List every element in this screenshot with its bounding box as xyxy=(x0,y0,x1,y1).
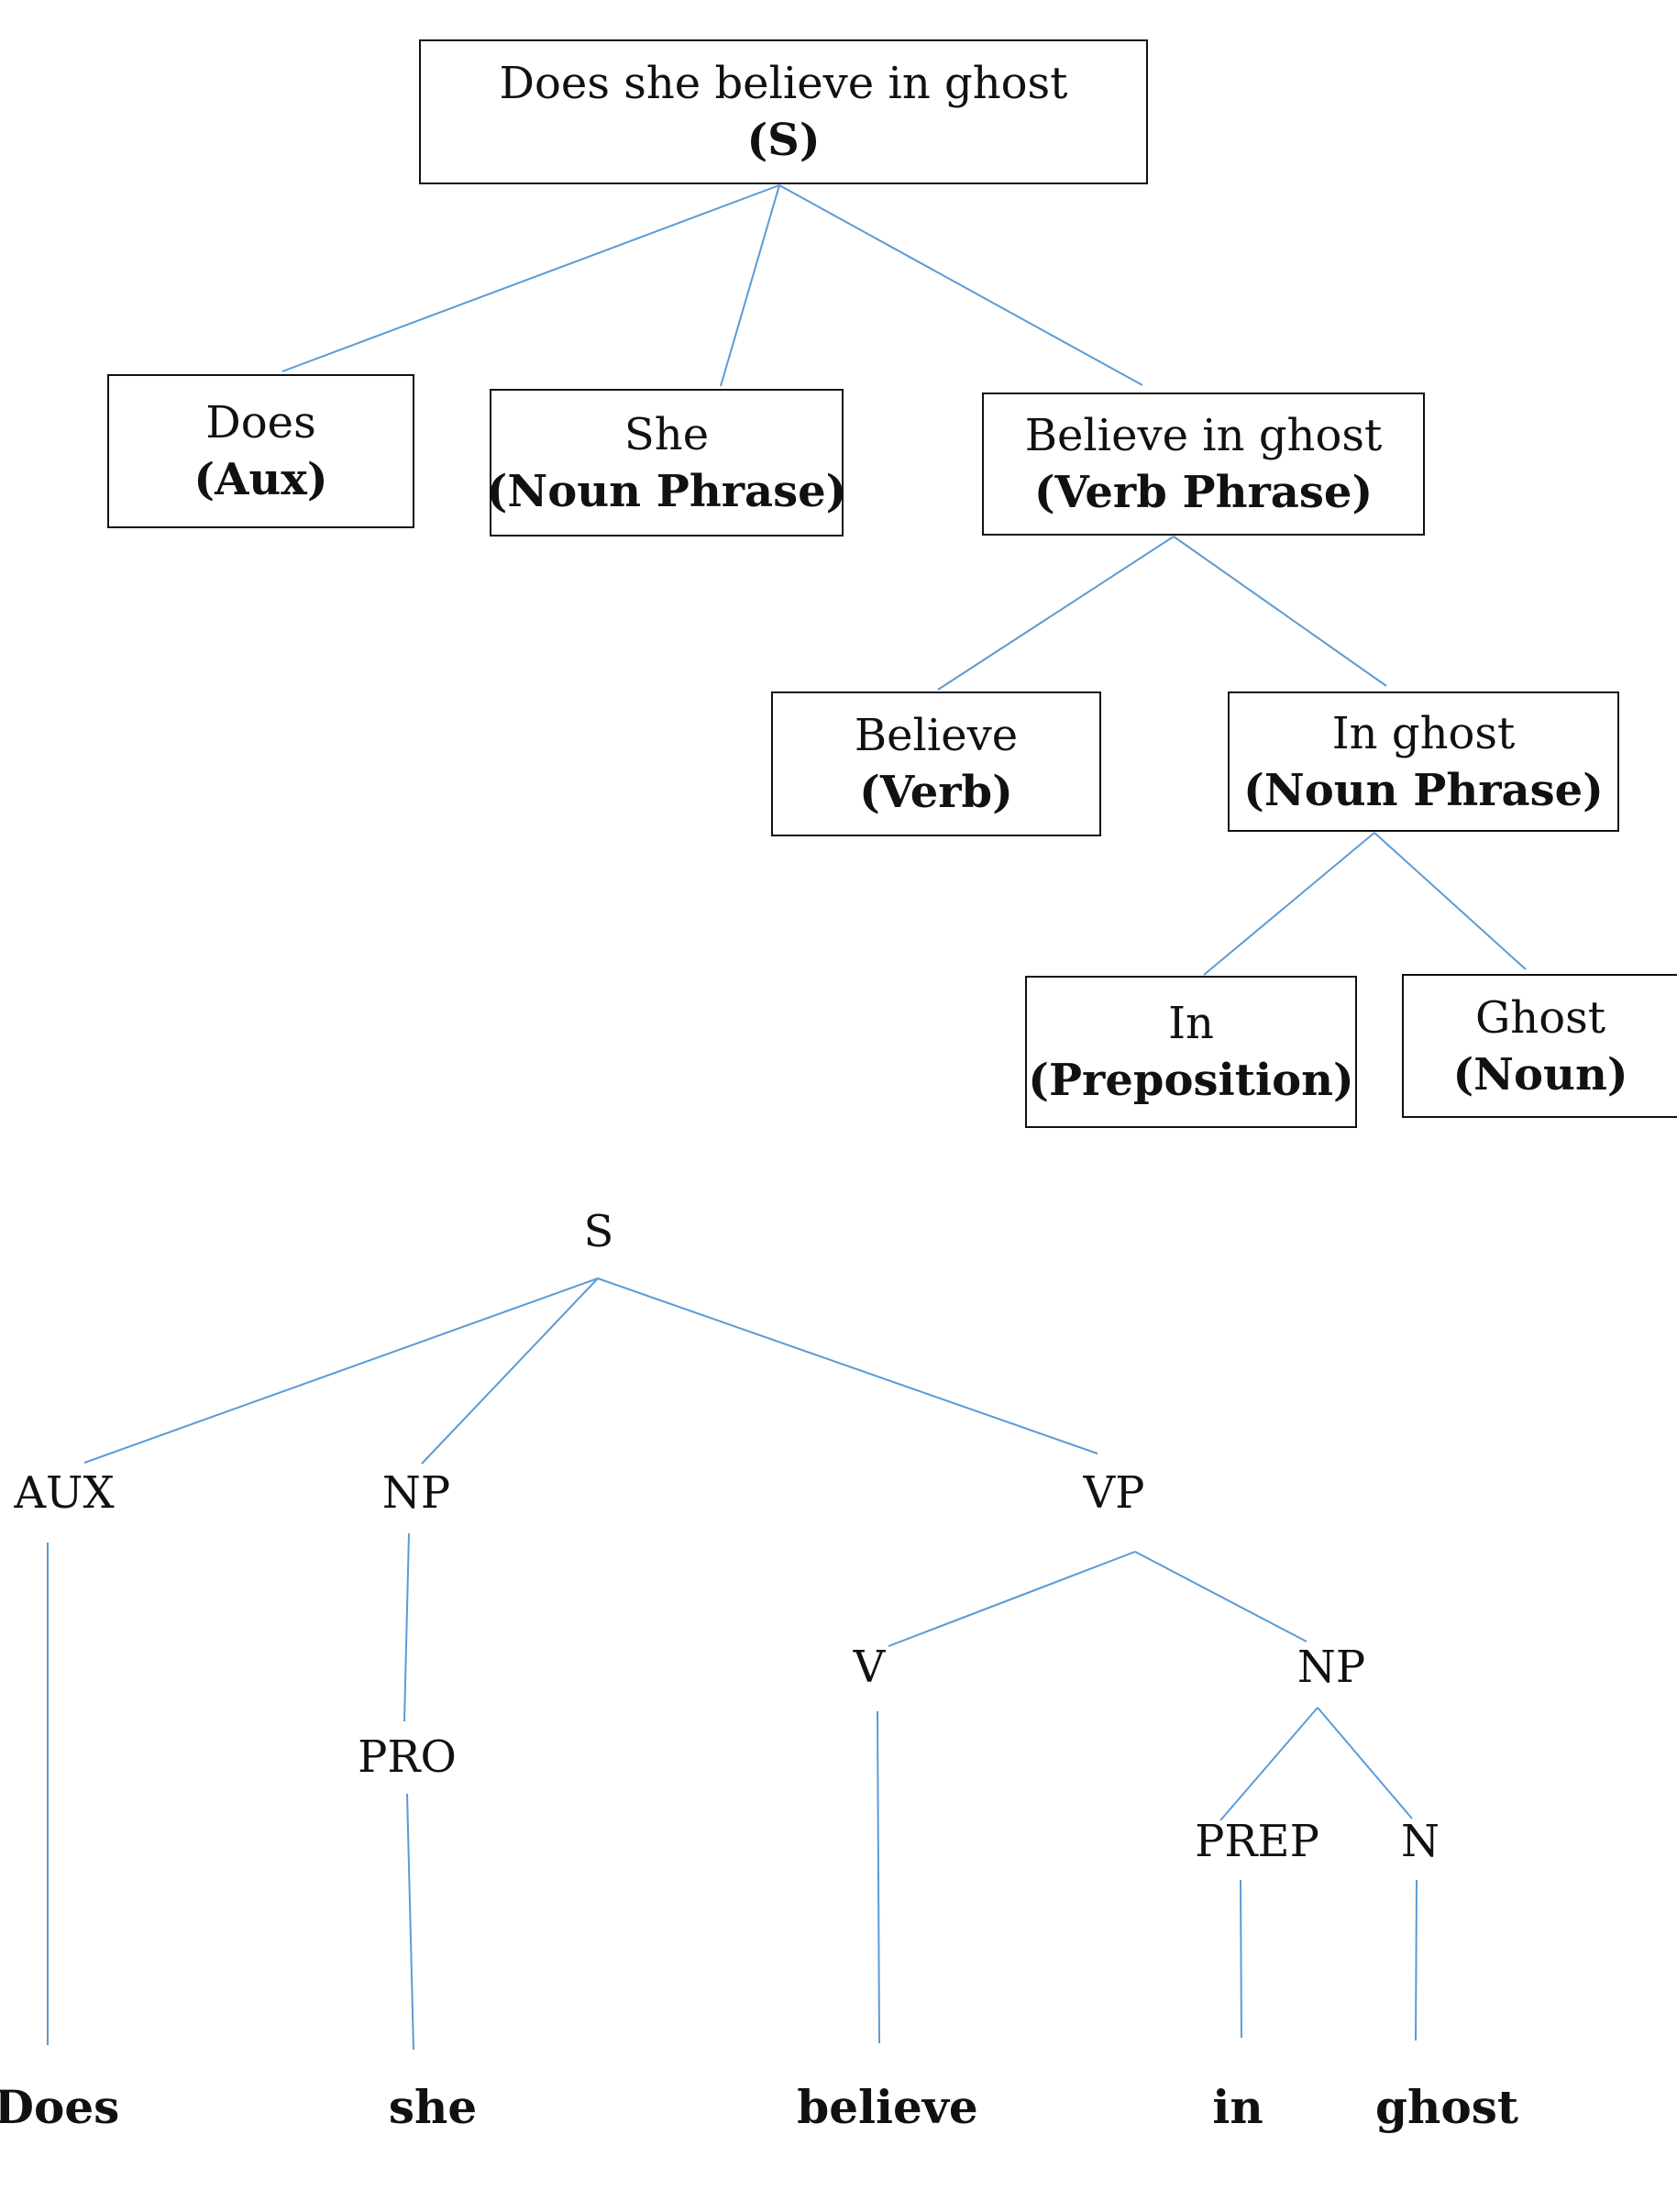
edge-VP-NP2 xyxy=(1134,1551,1307,1642)
node-category: (Verb) xyxy=(859,767,1013,818)
edge-NP2-PREP xyxy=(1219,1707,1318,1821)
edge-NP2-N xyxy=(1317,1707,1413,1819)
edge-s-vp xyxy=(778,184,1143,386)
label-aux: AUX xyxy=(14,1467,115,1519)
label-n: N xyxy=(1401,1816,1440,1867)
node-noun-phrase: She (Noun Phrase) xyxy=(486,389,847,536)
node-noun-phrase-2: In ghost (Noun Phrase) xyxy=(1228,691,1619,832)
edge-V-leaf xyxy=(877,1710,880,2044)
label-s: S xyxy=(583,1206,614,1257)
node-category: (Preposition) xyxy=(1028,1055,1354,1106)
node-word: In ghost xyxy=(1331,707,1516,759)
leaf-word: in xyxy=(1212,2080,1263,2134)
node-preposition: In (Preposition) xyxy=(1025,976,1357,1128)
node-category: (Noun Phrase) xyxy=(1243,764,1604,816)
node-aux: Does (Aux) xyxy=(107,374,414,528)
node-noun: Ghost (Noun) xyxy=(1402,974,1677,1118)
node-word: Ghost xyxy=(1474,991,1606,1044)
label-vp: VP xyxy=(1083,1467,1145,1519)
edge-NP-PRO xyxy=(403,1532,410,1722)
node-word: Believe in ghost xyxy=(1024,410,1383,461)
node-word: She xyxy=(623,408,710,460)
edge-vp-np2 xyxy=(1173,536,1387,687)
node-category: (Verb Phrase) xyxy=(1033,467,1374,518)
label-prep: PREP xyxy=(1195,1816,1319,1867)
node-word: Does xyxy=(205,397,316,448)
leaf-word: believe xyxy=(797,2080,978,2134)
node-category: (Noun Phrase) xyxy=(486,465,847,517)
label-np-2: NP xyxy=(1296,1642,1366,1693)
label-v: V xyxy=(853,1642,886,1693)
label-np: NP xyxy=(381,1467,451,1519)
node-category: (Aux) xyxy=(193,454,328,505)
edge-s-aux xyxy=(281,184,780,372)
edge-np2-prep xyxy=(1203,832,1375,976)
node-word: Does she believe in ghost xyxy=(499,58,1068,109)
edge-s-np xyxy=(720,184,780,387)
node-word: In xyxy=(1168,998,1214,1049)
edge-vp-verb xyxy=(937,536,1175,691)
edge-N-leaf xyxy=(1415,1879,1418,2041)
edge-np2-noun xyxy=(1374,832,1527,970)
edge-S-VP xyxy=(597,1277,1098,1454)
edge-VP-V xyxy=(888,1551,1136,1647)
leaf-word: ghost xyxy=(1375,2080,1518,2134)
node-category: (S) xyxy=(746,115,821,166)
node-verb: Believe (Verb) xyxy=(771,691,1101,836)
node-word: Believe xyxy=(854,710,1019,761)
edge-S-NP xyxy=(421,1277,599,1465)
label-pro: PRO xyxy=(358,1731,457,1783)
node-sentence: Does she believe in ghost (S) xyxy=(419,39,1148,184)
node-verb-phrase: Believe in ghost (Verb Phrase) xyxy=(982,393,1425,536)
edge-S-AUX xyxy=(83,1277,599,1464)
leaf-word: she xyxy=(388,2080,478,2134)
leaf-word: Does xyxy=(0,2080,120,2134)
node-category: (Noun) xyxy=(1452,1048,1628,1100)
edge-PRO-leaf xyxy=(406,1793,414,2051)
